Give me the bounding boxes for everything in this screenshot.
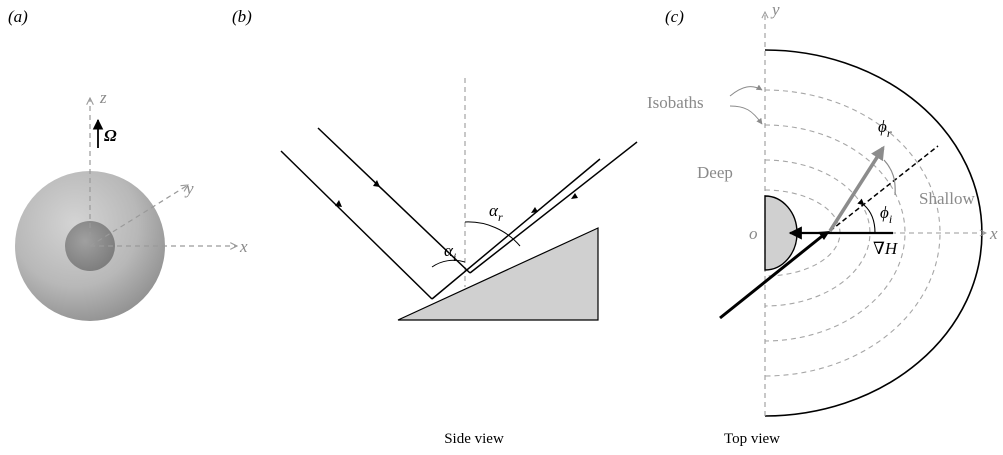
omega-label: Ω (104, 126, 117, 145)
isobath-3 (764, 159, 871, 307)
y-axis (89, 185, 188, 247)
panel-b-label: (b) (232, 7, 252, 26)
z-axis-label: z (99, 88, 107, 107)
phi-r-arc (883, 159, 896, 196)
panel-a-label: (a) (8, 7, 28, 26)
phi-i-arc (857, 198, 876, 234)
origin-label: o (749, 224, 758, 243)
reflected-ray-2 (469, 141, 638, 274)
c-y-axis-label: y (770, 0, 780, 19)
phi-i-label: ϕi (880, 203, 892, 226)
reflected-ray-1 (431, 158, 601, 300)
y-axis-label: y (184, 179, 194, 198)
phi-r-label: ϕr (878, 117, 892, 140)
incident-extension (829, 145, 939, 232)
isobaths-label: Isobaths (647, 93, 704, 112)
reflected-arrowhead-1 (531, 207, 538, 213)
reflected-arrowhead-2 (571, 193, 578, 199)
incident-arrowhead-1 (335, 200, 342, 207)
top-view-caption: Top view (724, 431, 780, 447)
slope-wedge (397, 227, 599, 321)
incident-ray-1 (280, 150, 433, 300)
panel-c-label: (c) (665, 7, 684, 26)
isobath-pointers (729, 84, 763, 125)
c-x-axis-label: x (989, 224, 998, 243)
incident-wave-vector (719, 231, 827, 320)
alpha-r-label: αr (489, 201, 503, 224)
alpha-r-arc (464, 221, 521, 247)
panel-b: (b) αi αr Side view (232, 7, 638, 447)
incident-arrowhead-2 (373, 180, 380, 187)
incident-ray-2 (317, 127, 471, 274)
alpha-i-label: αi (444, 241, 456, 264)
reflected-wave-vector (828, 145, 885, 232)
deep-label: Deep (697, 163, 733, 182)
isobath-1 (764, 89, 941, 377)
grad-h-label: ∇H (873, 239, 899, 258)
shallow-label: Shallow (919, 189, 975, 208)
x-axis-label: x (239, 237, 248, 256)
side-view-caption: Side view (444, 431, 504, 447)
panel-c: (c) y x o Isobaths Deep Shallow (647, 0, 998, 447)
isobath-2 (764, 124, 906, 342)
alpha-i-arc (431, 259, 466, 268)
panel-a: (a) z y x Ω (8, 7, 248, 321)
